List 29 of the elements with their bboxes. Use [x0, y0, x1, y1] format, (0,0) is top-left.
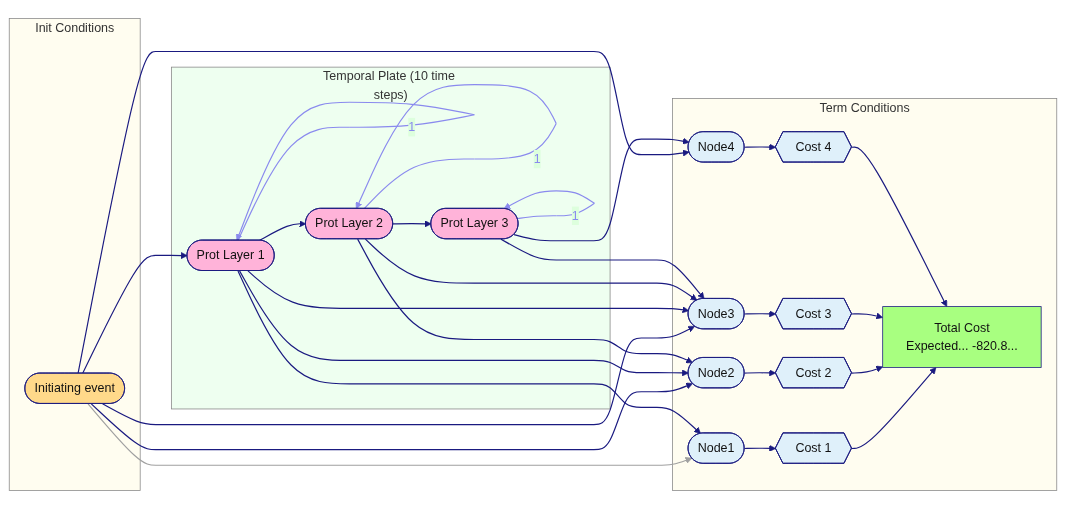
arrow [503, 190, 595, 220]
arrow [90, 382, 693, 451]
arrow [851, 146, 948, 307]
arrow [238, 270, 689, 377]
arrow [743, 369, 776, 377]
arrow [743, 310, 776, 318]
arrow [357, 238, 693, 364]
edge-label: 1 [571, 208, 579, 222]
arrow [851, 367, 937, 450]
arrow [87, 403, 693, 466]
edge-label: 1 [408, 120, 416, 134]
arrow [513, 137, 690, 242]
edge-label: 1 [533, 151, 541, 166]
arrow [101, 325, 695, 426]
arrow [364, 238, 698, 301]
arrow [247, 270, 690, 314]
arrow [392, 220, 432, 228]
arrow [500, 238, 705, 300]
arrow [851, 312, 883, 320]
arrow [851, 365, 883, 374]
arrow [237, 270, 701, 434]
arrow [743, 444, 776, 452]
arrow [743, 143, 776, 151]
node-box: Total Cost Expected... -820.8... [882, 306, 1042, 368]
arrow [258, 220, 307, 242]
arrow [235, 101, 475, 242]
arrow [77, 50, 690, 375]
arrow [355, 84, 557, 210]
arrow [82, 252, 188, 375]
